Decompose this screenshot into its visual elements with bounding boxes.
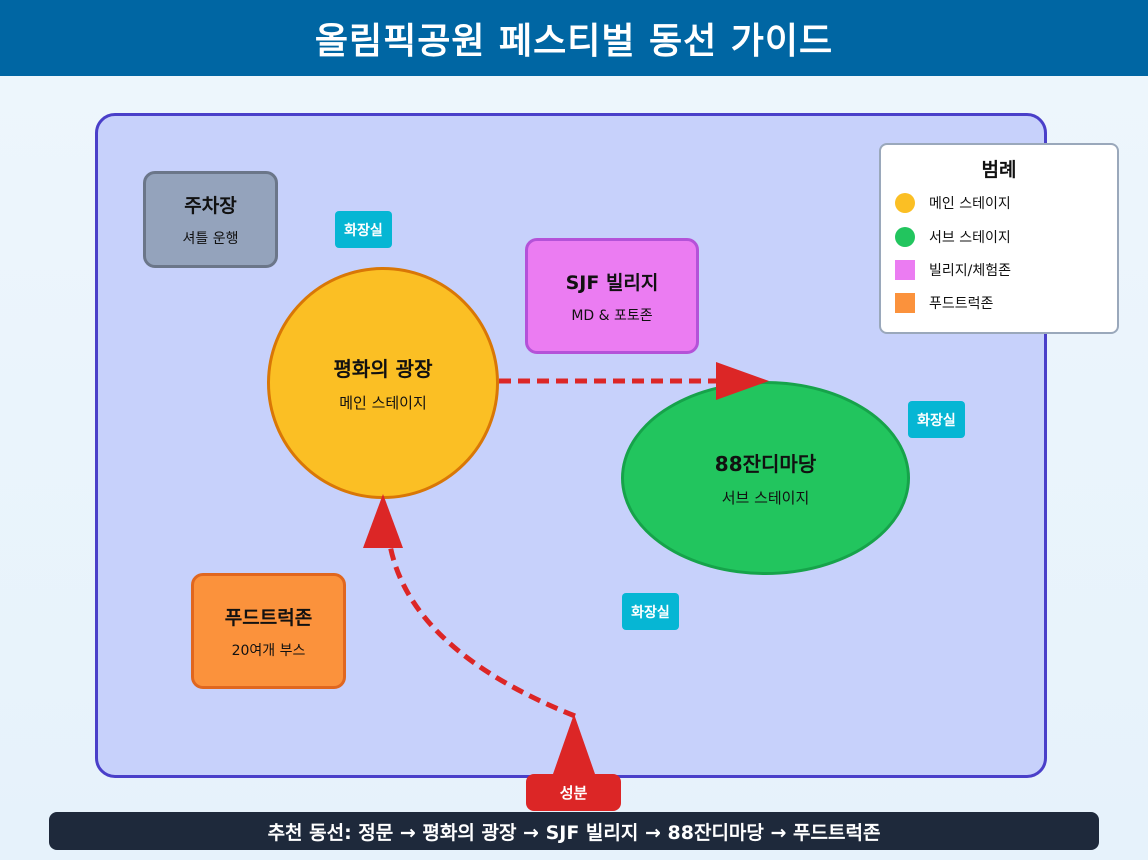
page-title: 올림픽공원 페스티벌 동선 가이드 xyxy=(0,0,1148,76)
zone-main-stage[interactable]: 평화의 광장 메인 스테이지 xyxy=(267,267,499,499)
toilet-marker-1[interactable]: 화장실 xyxy=(335,211,392,248)
zone-food[interactable]: 푸드트럭존 20여개 부스 xyxy=(191,573,346,689)
legend-label: 서브 스테이지 xyxy=(929,230,1011,246)
legend-swatch-food xyxy=(895,293,915,313)
legend-item-sub-stage: 서브 스테이지 xyxy=(895,227,1011,247)
toilet-marker-2[interactable]: 화장실 xyxy=(908,401,965,438)
legend: 범례 메인 스테이지 서브 스테이지 빌리지/체험존 푸드트럭존 xyxy=(879,143,1119,334)
zone-main-stage-subtitle: 메인 스테이지 xyxy=(339,394,427,412)
legend-swatch-main-stage xyxy=(895,193,915,213)
legend-item-main-stage: 메인 스테이지 xyxy=(895,193,1011,213)
recommended-route-banner: 추천 동선: 정문 → 평화의 광장 → SJF 빌리지 → 88잔디마당 → … xyxy=(49,812,1099,850)
legend-swatch-sub-stage xyxy=(895,227,915,247)
zone-parking[interactable]: 주차장 셔틀 운행 xyxy=(143,171,278,268)
zone-sub-stage-title: 88잔디마당 xyxy=(714,452,817,476)
legend-label: 메인 스테이지 xyxy=(929,196,1011,212)
zone-food-title: 푸드트럭존 xyxy=(224,606,313,629)
zone-village-title: SJF 빌리지 xyxy=(565,271,659,294)
zone-food-subtitle: 20여개 부스 xyxy=(231,642,306,659)
zone-sub-stage[interactable]: 88잔디마당 서브 스테이지 xyxy=(621,381,910,575)
zone-village-subtitle: MD & 포토존 xyxy=(571,307,653,324)
toilet-marker-3[interactable]: 화장실 xyxy=(622,593,679,630)
gate-marker[interactable]: 성분 xyxy=(526,774,621,811)
zone-parking-subtitle: 셔틀 운행 xyxy=(182,231,239,247)
legend-item-food: 푸드트럭존 xyxy=(895,293,993,313)
zone-parking-title: 주차장 xyxy=(184,195,237,217)
zone-main-stage-title: 평화의 광장 xyxy=(333,357,433,381)
legend-swatch-village xyxy=(895,260,915,280)
legend-item-village: 빌리지/체험존 xyxy=(895,260,1011,280)
legend-title: 범례 xyxy=(981,159,1017,181)
legend-label: 푸드트럭존 xyxy=(929,296,994,312)
zone-village[interactable]: SJF 빌리지 MD & 포토존 xyxy=(525,238,699,354)
legend-label: 빌리지/체험존 xyxy=(929,263,1011,279)
zone-sub-stage-subtitle: 서브 스테이지 xyxy=(721,489,810,507)
